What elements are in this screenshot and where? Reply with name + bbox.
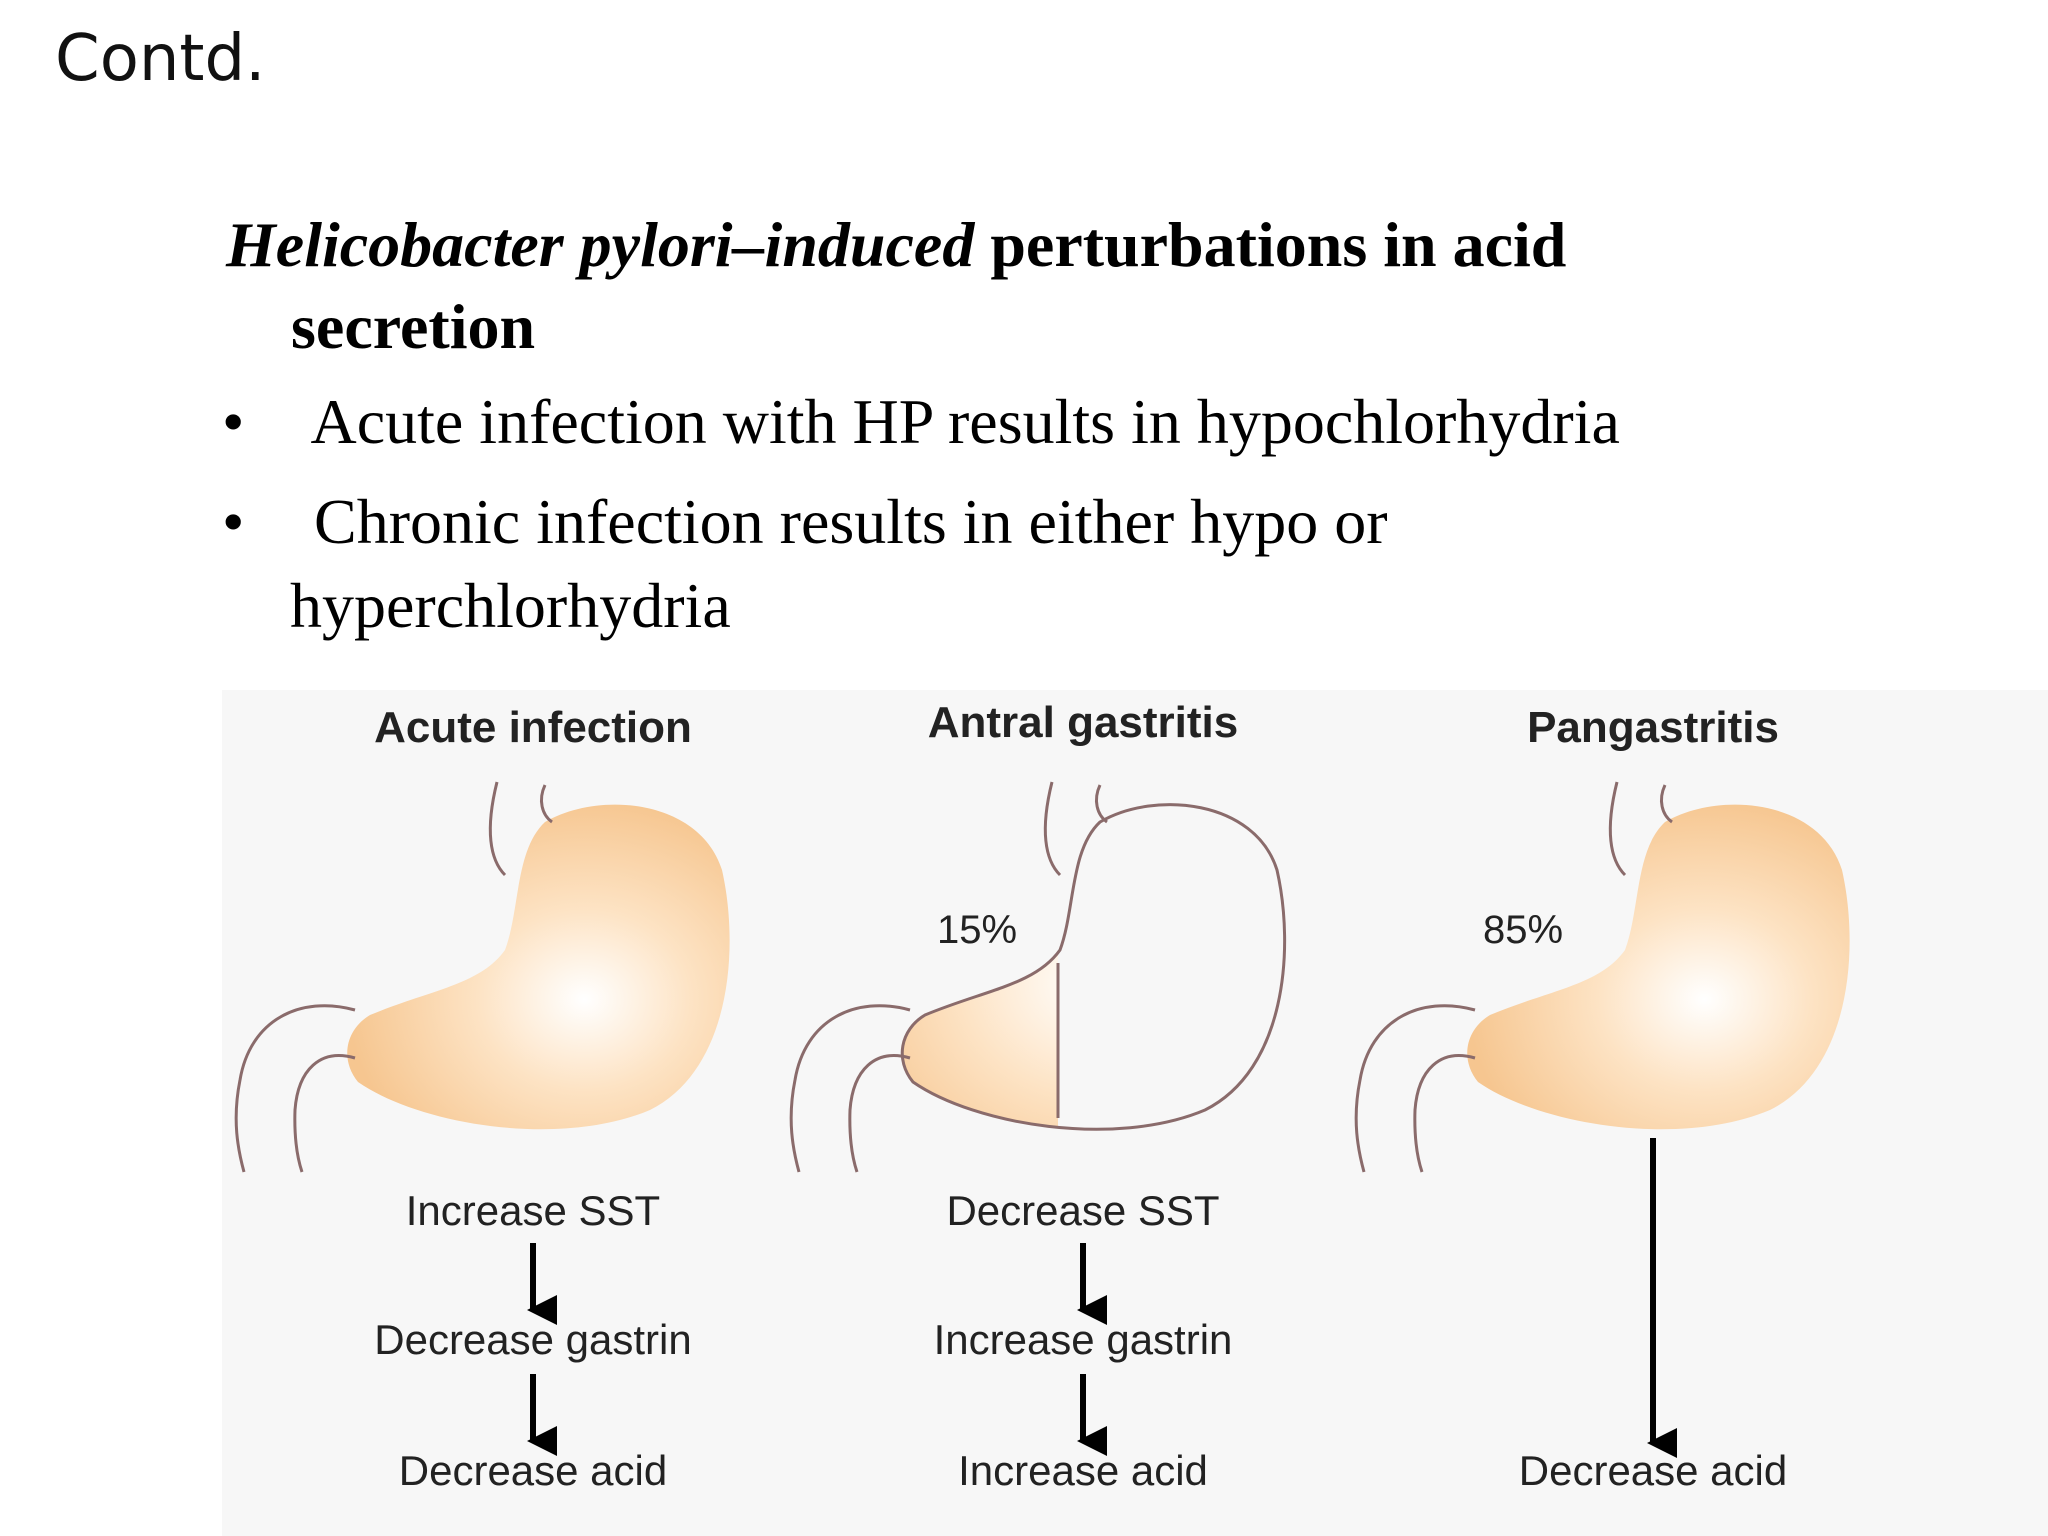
flow-step: Decrease gastrin: [374, 1316, 691, 1363]
panel-title: Pangastritis: [1527, 703, 1779, 752]
panel-title: Acute infection: [374, 703, 692, 752]
esophagus-outline: [488, 781, 507, 877]
bullet-marker: •: [222, 486, 245, 557]
heading-bold-2: secretion: [291, 291, 536, 362]
slide-title: Contd.: [55, 22, 266, 96]
antrum-shaded-region: [902, 952, 1058, 1128]
duodenum-outline: [293, 1054, 356, 1173]
percent-label: 15%: [937, 908, 1017, 952]
stomach-illustration-antral: [789, 781, 1287, 1173]
bullet-text: Acute infection with HP results in hypoc…: [298, 386, 1620, 457]
duodenum-outline: [848, 1054, 911, 1173]
bullet-item: • Chronic infection results in either hy…: [222, 480, 1388, 648]
stomach-outline: [900, 803, 1287, 1131]
duodenum-outline: [789, 1004, 911, 1173]
flow-step: Increase gastrin: [934, 1316, 1233, 1363]
duodenum-outline: [1354, 1004, 1476, 1173]
panel-title: Antral gastritis: [928, 698, 1239, 747]
flow-step: Increase SST: [406, 1187, 660, 1234]
stomach-body: [1467, 804, 1850, 1130]
esophagus-outline: [1095, 784, 1108, 824]
slide-heading: Helicobacter pylori–induced perturbation…: [226, 204, 1786, 368]
esophagus-outline: [1660, 784, 1673, 824]
flow-step: Decrease acid: [399, 1447, 667, 1494]
bullet-item: • Acute infection with HP results in hyp…: [222, 380, 1620, 464]
bullet-marker: •: [222, 386, 245, 457]
flow-step: Increase acid: [958, 1447, 1208, 1494]
bullet-text-continuation: hyperchlorhydria: [290, 570, 731, 641]
stomach-illustration-pangastritis: [1354, 781, 1850, 1173]
duodenum-outline: [234, 1004, 356, 1173]
percent-label: 85%: [1483, 908, 1563, 952]
esophagus-outline: [1608, 781, 1627, 877]
esophagus-outline: [540, 784, 553, 824]
duodenum-outline: [1413, 1054, 1476, 1173]
esophagus-outline: [1043, 781, 1062, 877]
stomach-illustration-acute: [234, 781, 730, 1173]
flow-step: Decrease SST: [946, 1187, 1219, 1234]
heading-bold-1: perturbations in acid: [974, 209, 1567, 280]
heading-italic: Helicobacter pylori–induced: [226, 209, 975, 280]
flow-step: Decrease acid: [1519, 1447, 1787, 1494]
stomach-body: [347, 804, 730, 1130]
bullet-text: Chronic infection results in either hypo…: [298, 486, 1388, 557]
